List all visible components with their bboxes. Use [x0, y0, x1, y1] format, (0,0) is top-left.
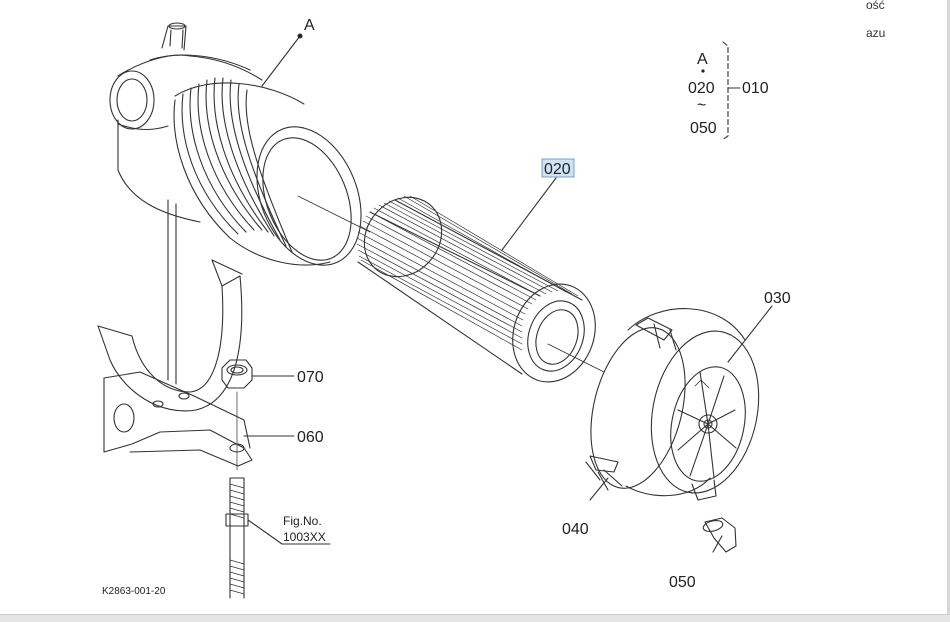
scrollbar-edge — [947, 0, 950, 615]
callout-020[interactable]: 020 — [544, 161, 571, 178]
fig-ref-line1: Fig.No. — [283, 514, 322, 528]
legend-a: A — [697, 51, 708, 68]
valve-050[interactable] — [702, 517, 737, 553]
cover-030[interactable] — [575, 305, 773, 503]
stud-bolt[interactable] — [225, 477, 331, 599]
callout-030[interactable]: 030 — [764, 290, 791, 307]
bracket-060[interactable] — [97, 259, 295, 467]
legend-tilde: ~ — [697, 97, 706, 114]
nut-070[interactable] — [221, 359, 295, 389]
callout-060[interactable]: 060 — [297, 429, 324, 446]
assembly-axis-1 — [297, 195, 371, 233]
legend-assembly[interactable]: 010 — [742, 80, 769, 97]
legend-to: 050 — [690, 120, 717, 137]
callout-020-highlight — [541, 158, 575, 178]
drawing-code: K2863-001-20 — [102, 586, 166, 597]
status-strip — [0, 614, 950, 622]
air-cleaner-body[interactable] — [109, 22, 380, 385]
callout-070[interactable]: 070 — [297, 369, 324, 386]
fig-ref-line2[interactable]: 1003XX — [283, 530, 326, 544]
callout-040[interactable]: 040 — [562, 521, 589, 538]
legend-dot — [701, 69, 705, 73]
callout-a-marker: A — [304, 17, 315, 34]
clamp-040[interactable] — [585, 455, 623, 501]
legend-bracket — [721, 41, 741, 141]
side-text-2: azu — [866, 26, 886, 40]
assembly-axis-2 — [547, 343, 605, 373]
side-text-1: ość — [866, 0, 885, 12]
filter-element-020[interactable] — [348, 177, 608, 394]
legend-from: 020 — [688, 80, 715, 97]
callout-050[interactable]: 050 — [669, 574, 696, 591]
